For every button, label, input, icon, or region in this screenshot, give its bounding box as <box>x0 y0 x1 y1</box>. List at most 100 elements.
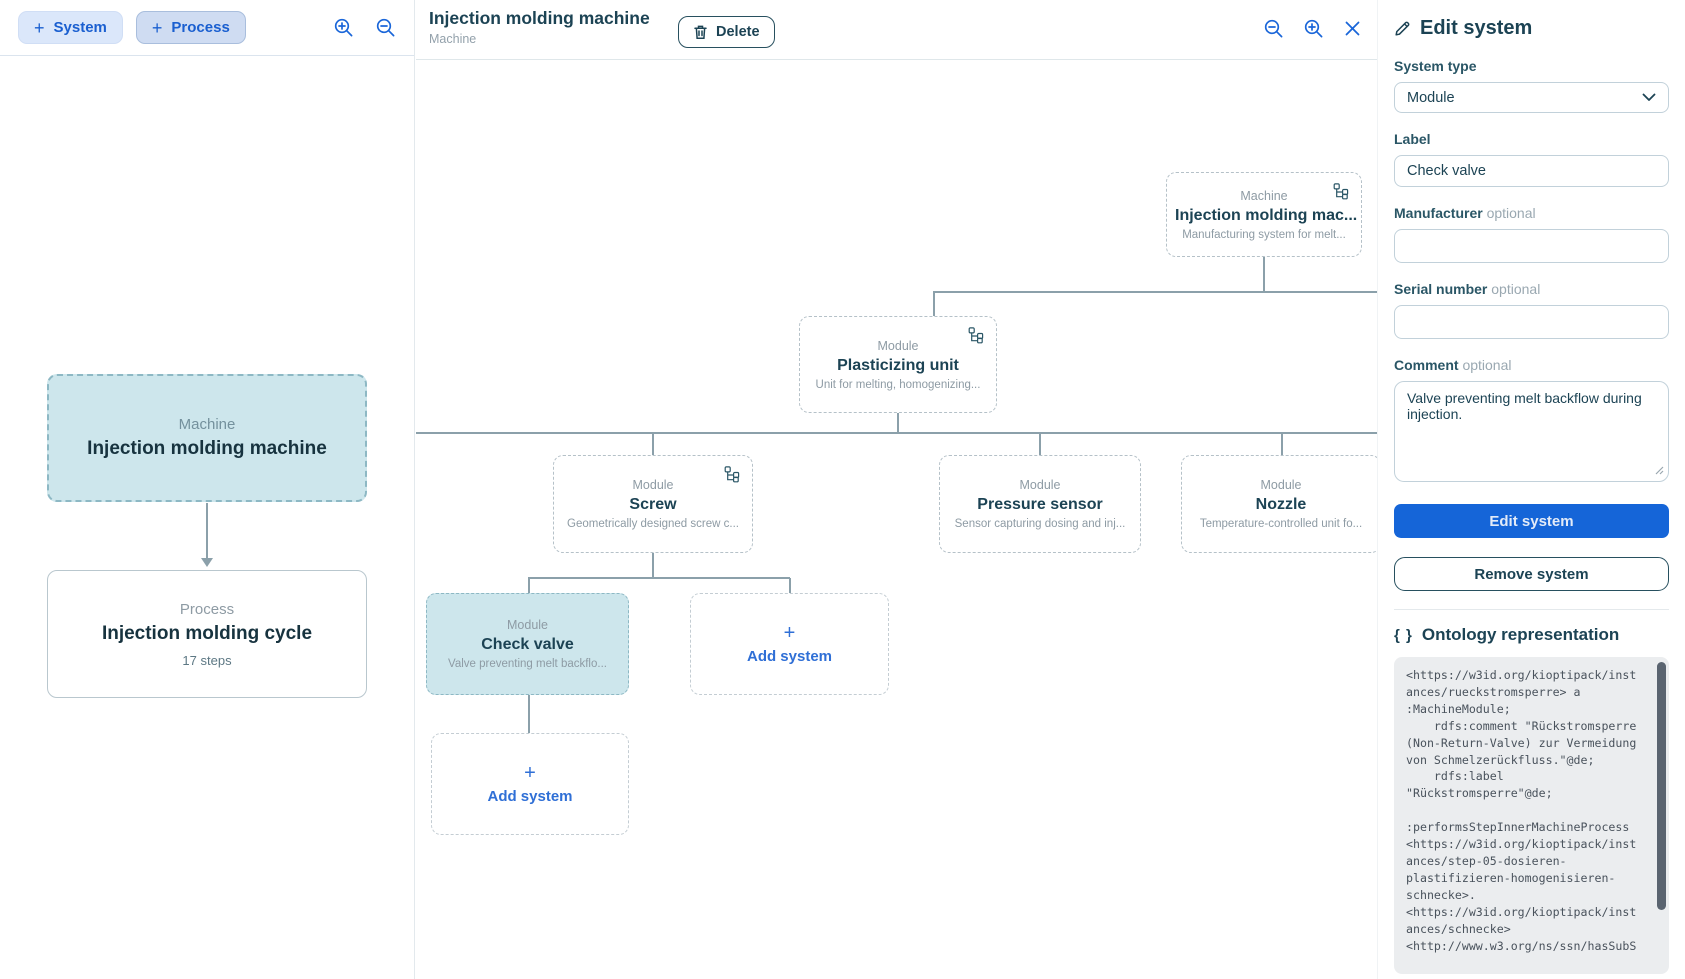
hierarchy-icon <box>968 327 985 344</box>
node-title: Screw <box>629 496 677 513</box>
plus-icon: + <box>524 762 536 784</box>
manufacturer-input[interactable] <box>1394 229 1669 263</box>
resize-grip-icon[interactable] <box>1654 465 1664 475</box>
plus-icon: + <box>151 17 163 38</box>
node-type-label: Module <box>507 618 548 632</box>
machine-overview-card[interactable]: Machine Injection molding machine <box>47 374 367 502</box>
tree-connector <box>897 412 899 433</box>
node-title: Injection molding mac... <box>1175 206 1358 224</box>
hierarchy-icon <box>724 466 741 483</box>
edit-panel-title: Edit system <box>1420 17 1533 39</box>
serial-number-field-label: Serial number optional <box>1394 281 1541 297</box>
node-description: Sensor capturing dosing and inj... <box>954 518 1126 530</box>
remove-system-button[interactable]: Remove system <box>1394 557 1669 591</box>
tree-node-injection-molding-machine[interactable]: Machine Injection molding mac... Manufac… <box>1166 172 1362 257</box>
add-system-button[interactable]: + System <box>18 11 123 44</box>
zoom-in-icon[interactable] <box>333 17 354 38</box>
plus-icon: + <box>34 17 45 38</box>
card-type-label: Process <box>179 600 235 618</box>
optional-hint: optional <box>1462 357 1512 373</box>
manufacturer-field-label: Manufacturer optional <box>1394 205 1536 221</box>
tree-connector <box>528 578 530 593</box>
tree-connector <box>528 695 530 733</box>
add-system-tile[interactable]: + Add system <box>690 593 889 695</box>
machine-process-connector <box>206 503 208 559</box>
ontology-code-block: <https://w3id.org/kioptipack/inst ances/… <box>1394 657 1669 974</box>
tree-node-pressure-sensor[interactable]: Module Pressure sensor Sensor capturing … <box>939 455 1141 553</box>
tree-connector <box>933 291 1377 293</box>
hierarchy-icon <box>1333 183 1350 200</box>
tree-connector <box>1281 433 1283 455</box>
chevron-down-icon <box>1642 93 1656 101</box>
node-title: Check valve <box>481 636 574 653</box>
optional-hint: optional <box>1486 205 1536 221</box>
add-process-button-label: Process <box>171 19 230 36</box>
delete-button-label: Delete <box>716 24 760 40</box>
node-type-label: Module <box>1019 478 1061 492</box>
tree-connector <box>1263 257 1265 292</box>
label-field-label: Label <box>1394 131 1431 147</box>
card-steps-count: 17 steps <box>182 652 232 668</box>
node-type-label: Module <box>632 478 674 492</box>
code-scrollbar-thumb[interactable] <box>1657 662 1666 910</box>
add-system-tile-label: Add system <box>487 788 573 805</box>
tree-node-plasticizing-unit[interactable]: Module Plasticizing unit Unit for meltin… <box>799 316 997 413</box>
tree-connector <box>528 577 790 579</box>
tree-connector <box>1039 433 1041 455</box>
serial-number-input[interactable] <box>1394 305 1669 339</box>
card-type-label: Machine <box>178 416 236 433</box>
ontology-section-title: Ontology representation <box>1421 625 1620 644</box>
card-title: Injection molding machine <box>87 438 327 459</box>
canvas-zoom-out-icon[interactable] <box>1263 18 1284 39</box>
optional-hint: optional <box>1491 281 1541 297</box>
node-description: Valve preventing melt backflo... <box>448 658 607 670</box>
tree-connector <box>652 553 654 578</box>
canvas-title: Injection molding machine <box>429 8 650 28</box>
node-description: Geometrically designed screw c... <box>567 518 739 530</box>
node-description: Unit for melting, homogenizing... <box>815 378 981 391</box>
delete-button[interactable]: Delete <box>678 16 775 48</box>
node-title: Plasticizing unit <box>837 356 959 374</box>
tree-node-screw[interactable]: Module Screw Geometrically designed scre… <box>553 455 753 553</box>
tree-node-nozzle[interactable]: Module Nozzle Temperature-controlled uni… <box>1181 455 1377 553</box>
system-type-select[interactable]: Module <box>1394 82 1669 113</box>
tree-connector <box>789 578 791 593</box>
system-type-selected-value: Module <box>1407 89 1455 106</box>
node-title: Pressure sensor <box>977 496 1103 513</box>
tree-connector <box>416 432 1377 434</box>
add-system-button-label: System <box>53 19 107 36</box>
add-process-button[interactable]: + Process <box>135 11 246 44</box>
system-tree-canvas[interactable]: Machine Injection molding mac... Manufac… <box>416 0 1377 979</box>
node-type-label: Module <box>1260 478 1302 492</box>
connector-arrowhead <box>201 558 213 567</box>
pencil-icon <box>1395 21 1410 36</box>
card-title: Injection molding cycle <box>101 622 313 644</box>
node-title: Nozzle <box>1255 496 1307 513</box>
comment-field-label: Comment optional <box>1394 357 1512 373</box>
canvas-subtitle: Machine <box>429 32 477 46</box>
canvas-header: Injection molding machine Machine Delete <box>416 0 1377 60</box>
system-type-label: System type <box>1394 58 1477 74</box>
edit-system-button[interactable]: Edit system <box>1394 504 1669 538</box>
left-sidebar: + System + Process Machine Injection mol… <box>0 0 415 979</box>
panel-divider <box>1394 609 1669 610</box>
comment-textarea[interactable]: Valve preventing melt backflow during in… <box>1394 381 1669 482</box>
tree-node-check-valve[interactable]: Module Check valve Valve preventing melt… <box>426 593 629 695</box>
add-system-tile-label: Add system <box>746 648 833 665</box>
node-type-label: Module <box>877 338 919 353</box>
label-input[interactable] <box>1394 155 1669 187</box>
tree-connector <box>933 291 935 316</box>
ontology-code-text: <https://w3id.org/kioptipack/inst ances/… <box>1406 668 1637 953</box>
zoom-out-icon[interactable] <box>375 17 396 38</box>
node-type-label: Machine <box>1240 188 1288 203</box>
canvas-zoom-in-icon[interactable] <box>1303 18 1324 39</box>
node-description: Temperature-controlled unit fo... <box>1199 518 1363 530</box>
node-description: Manufacturing system for melt... <box>1182 228 1346 241</box>
process-overview-card[interactable]: Process Injection molding cycle 17 steps <box>47 570 367 698</box>
left-toolbar: + System + Process <box>0 0 414 56</box>
tree-connector <box>652 433 654 455</box>
braces-icon: { } <box>1394 626 1413 644</box>
close-icon[interactable] <box>1343 19 1362 38</box>
trash-icon <box>694 25 707 40</box>
add-system-tile[interactable]: + Add system <box>431 733 629 835</box>
